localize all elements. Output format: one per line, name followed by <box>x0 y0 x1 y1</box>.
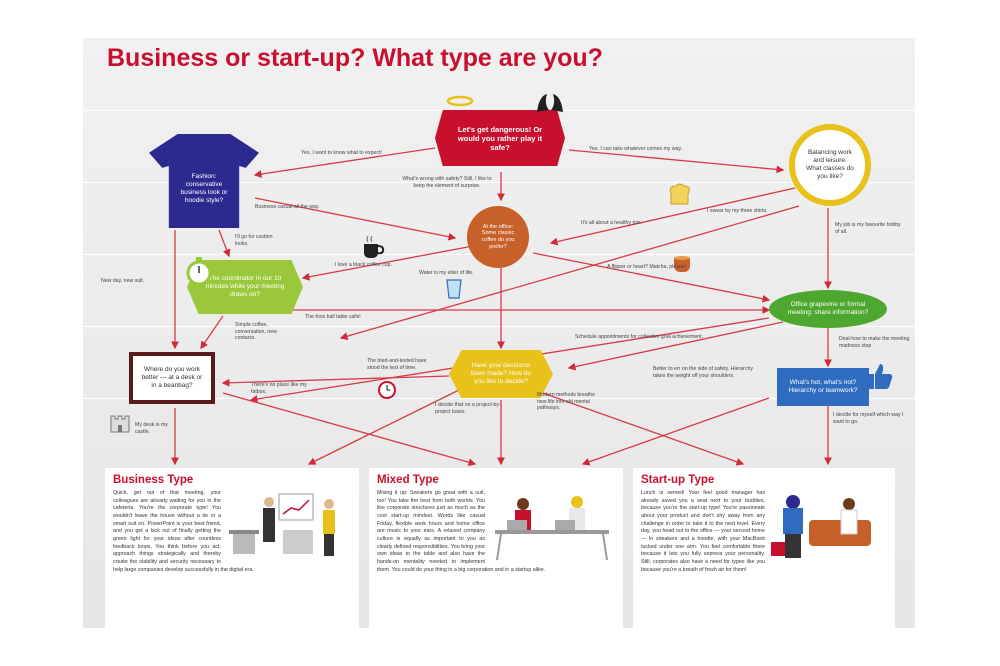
coffee-node[interactable]: At the office: Some classic coffee do yo… <box>467 206 529 268</box>
label: Better to err on the side of safety. Hie… <box>653 366 753 379</box>
label: I'll go for custom looks. <box>235 234 273 247</box>
alarm-clock-icon <box>378 381 396 399</box>
label: I swear by my three shirts. <box>707 208 768 214</box>
decision-node[interactable]: Have your decisions been made? How do yo… <box>449 350 553 398</box>
workspace-node-text: Where do you work better — at a desk or … <box>141 366 203 389</box>
stopwatch-icon <box>186 257 212 286</box>
decision-node-text: Have your decisions been made? How do yo… <box>471 362 531 385</box>
arrow <box>568 149 785 174</box>
background-stripe <box>83 326 915 327</box>
arrow <box>221 375 450 387</box>
flow-arrows <box>171 147 832 466</box>
label: Simple coffee, conversation, new contact… <box>235 322 277 341</box>
label: What's wrong with safety? Still, I like … <box>402 176 492 189</box>
startup-type-heading: Start-up Type <box>641 474 715 486</box>
background-stripe <box>83 398 915 399</box>
label: A flipper or heart? Matcha, please! <box>607 264 687 270</box>
label: Yes, I want to know what to expect! <box>301 150 382 156</box>
arrow <box>581 397 770 466</box>
startup-type-panel: Start-up Type Lunch is served! Your feel… <box>633 468 895 628</box>
background-stripe <box>83 182 915 183</box>
arrow <box>222 392 477 466</box>
castle-icon <box>110 415 130 433</box>
label: The foos ball table calls! <box>305 314 361 320</box>
start-node-text: Let's get dangerous! Or would you rather… <box>457 124 543 152</box>
label: Deal-how to make the meeting madness sto… <box>839 336 910 349</box>
matcha-cup-icon <box>674 256 690 272</box>
coffee-cup-icon <box>364 235 385 258</box>
label: Modern methods breathe new life into old… <box>537 392 595 411</box>
arrow <box>253 147 436 178</box>
chef-hat-icon <box>669 183 690 205</box>
meeting-node-text: The coordinator in our 10 minutes while … <box>205 275 285 298</box>
arrow <box>532 252 771 303</box>
label: Yes, I can take whatever comes my way. <box>589 146 683 152</box>
arrow <box>307 387 464 465</box>
startup-people-illustration <box>771 495 871 558</box>
label: I decide for myself which way I want to … <box>833 412 904 425</box>
workspace-node[interactable]: Where do you work better — at a desk or … <box>129 352 215 404</box>
devil-horns-icon <box>537 94 563 112</box>
mixed-type-heading: Mixed Type <box>377 474 439 486</box>
label: My job is my favourite hobby of all. <box>835 222 901 235</box>
water-glass-icon <box>446 279 462 299</box>
coffee-node-text: At the office: Some classic coffee do yo… <box>481 223 515 250</box>
startup-type-description: Lunch is served! Your feel good manager … <box>641 490 765 573</box>
halo-icon <box>446 95 474 107</box>
hierarchy-node-text: What's hot, what's not? Hierarchy or tea… <box>788 379 858 394</box>
label: I love a black coffee cup. <box>335 262 393 268</box>
thumbs-up-icon <box>868 364 893 389</box>
tshirt-node-text: Fashion: conservative business look or h… <box>180 173 228 204</box>
mixed-type-description: Mixing it up: Sneakers go great with a s… <box>377 490 546 573</box>
business-type-panel: Business Type Quick, get out of that mee… <box>105 468 359 628</box>
mixed-team-illustration <box>495 496 609 561</box>
arrow <box>301 245 474 281</box>
balance-node[interactable]: Balancing work and leisure: What classes… <box>789 124 871 206</box>
start-node[interactable]: Let's get dangerous! Or would you rather… <box>435 110 565 166</box>
business-type-heading: Business Type <box>113 474 194 486</box>
label: My desk is my castle. <box>135 422 168 435</box>
arrow <box>218 229 231 258</box>
business-people-illustration <box>229 493 335 556</box>
hierarchy-node[interactable]: What's hot, what's not? Hierarchy or tea… <box>777 368 869 406</box>
label: There's no place like my fatbox. <box>251 382 307 395</box>
arrow <box>254 197 457 241</box>
label: It's all about a healthy mix. <box>581 220 642 226</box>
arrow <box>200 315 224 350</box>
arrow <box>339 205 800 340</box>
mixed-type-panel: Mixed Type Mixing it up: Sneakers go gre… <box>369 468 623 628</box>
grapevine-node[interactable]: Office grapevine or formal meeting: shar… <box>769 290 887 328</box>
meeting-node[interactable]: The coordinator in our 10 minutes while … <box>187 260 303 314</box>
label: Schedule appointments for collective goa… <box>575 334 704 340</box>
page-title: Business or start-up? What type are you? <box>107 44 603 72</box>
label: New day, new suit. <box>101 278 145 284</box>
flowchart-poster: Business or start-up? What type are you? <box>83 38 915 628</box>
label: Business casual all the way. <box>255 204 320 210</box>
grapevine-node-text: Office grapevine or formal meeting: shar… <box>787 301 869 316</box>
balance-node-text: Balancing work and leisure: What classes… <box>806 149 854 180</box>
arrow <box>549 187 796 246</box>
arrow <box>522 385 745 466</box>
label: I decide that on a project-by-project ba… <box>435 402 501 415</box>
label: Water is my elixir of life. <box>419 270 474 276</box>
label: The tried-and-tested have stood the test… <box>367 358 427 371</box>
business-type-description: Quick, get out of that meeting, your col… <box>113 490 254 573</box>
arrow <box>567 321 784 371</box>
